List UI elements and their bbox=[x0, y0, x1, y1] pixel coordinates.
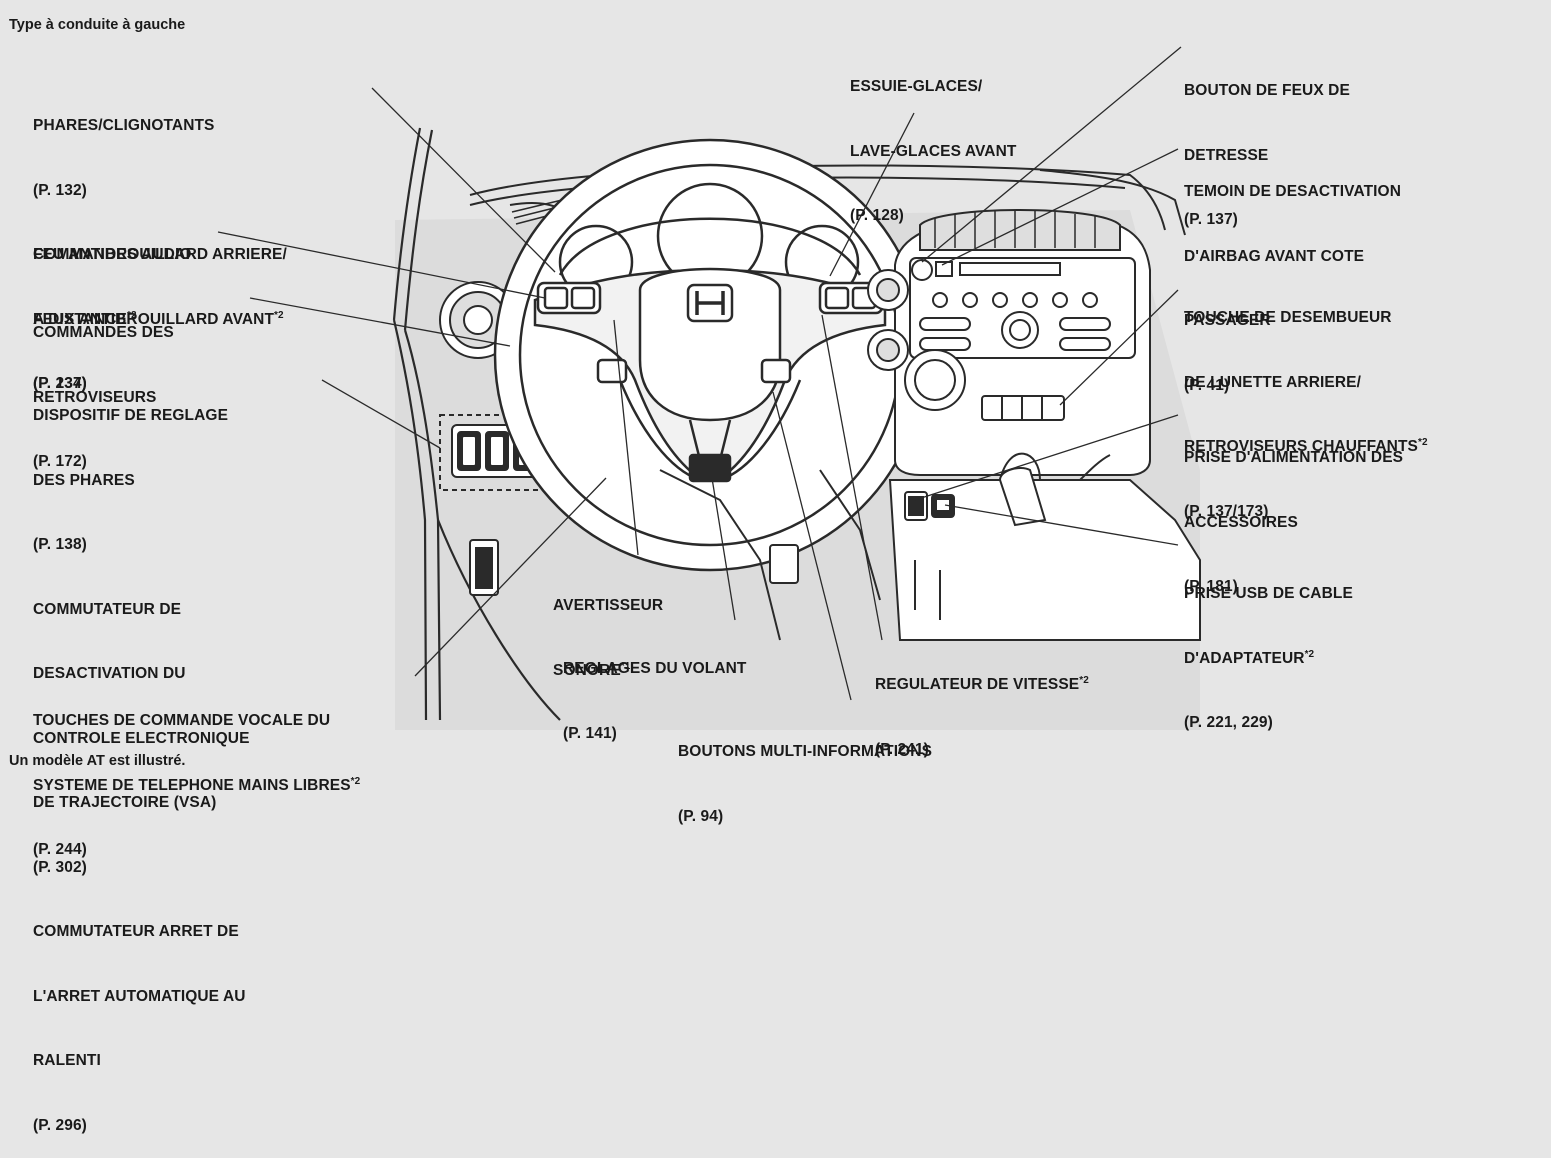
callout-audio-page: (P. 237) bbox=[33, 375, 87, 392]
callout-reglage-line: RALENTI bbox=[33, 1052, 101, 1069]
callout-commande-vocale: TOUCHES DE COMMANDE VOCALE DU SYSTEME DE… bbox=[33, 667, 360, 882]
callout-multi-line: (P. 94) bbox=[678, 807, 724, 825]
callout-essuie-line: LAVE-GLACES AVANT bbox=[850, 142, 1017, 160]
callout-usb-page: (P. 221, 229) bbox=[1184, 714, 1273, 731]
callout-phares-line: (P. 132) bbox=[33, 181, 87, 199]
footnote-mark: *2 bbox=[1079, 675, 1089, 686]
callout-detresse-line: BOUTON DE FEUX DE bbox=[1184, 82, 1350, 99]
callout-retro-line: COMMANDES DES bbox=[33, 324, 174, 341]
diagram-stage: Type à conduite à gauche Un modèle AT es… bbox=[9, 17, 1428, 1134]
callout-retro-line: RETROVISEURS bbox=[33, 388, 157, 406]
callout-desembueur-line: DE LUNETTE ARRIERE/ bbox=[1184, 373, 1362, 391]
callout-volant-line: REGLAGES DU VOLANT bbox=[563, 660, 747, 677]
callout-vocale-page: (P. 244) bbox=[33, 841, 87, 858]
steering-wheel bbox=[493, 138, 927, 572]
callout-detresse-line: DETRESSE bbox=[1184, 146, 1269, 164]
callout-prise-line: ACCESSOIRES bbox=[1184, 513, 1298, 531]
callout-airbag-line: (P. 41) bbox=[1184, 376, 1230, 394]
callout-reglage-line: CONTROLE ELECTRONIQUE bbox=[33, 729, 250, 747]
callout-detresse-line: (P. 137) bbox=[1184, 211, 1238, 228]
footnote-mark: *2 bbox=[274, 309, 284, 321]
callout-airbag-line: PASSAGER bbox=[1184, 312, 1271, 329]
lower-console bbox=[888, 452, 1201, 641]
callout-reglage-line: DESACTIVATION DU bbox=[33, 665, 186, 682]
callout-essuie-glaces: ESSUIE-GLACES/ LAVE-GLACES AVANT (P. 128… bbox=[850, 33, 1016, 248]
callout-phares-line: FEU ANTIBROUILLARD ARRIERE/ bbox=[33, 246, 287, 263]
callout-audio-line: COMMANDES AUDIO bbox=[33, 246, 192, 263]
footnote-mark: *2 bbox=[1304, 648, 1315, 660]
callout-avertisseur-line: AVERTISSEUR bbox=[553, 597, 664, 614]
leader-lines bbox=[217, 46, 1182, 701]
callout-essuie-line: (P. 128) bbox=[850, 207, 904, 224]
callout-volant-line: (P. 141) bbox=[563, 724, 617, 742]
footnote-mark: *1 bbox=[620, 660, 631, 672]
callout-audio-line: A DISTANCE*2 bbox=[33, 309, 137, 328]
callout-usb-line: PRISE USB DE CABLE bbox=[1184, 585, 1353, 602]
callout-reglage-line: DISPOSITIF DE REGLAGE bbox=[33, 407, 229, 424]
callout-phares: PHARES/CLIGNOTANTS (P. 132) FEU ANTIBROU… bbox=[33, 72, 287, 416]
callout-reglage-line: (P. 296) bbox=[33, 1116, 87, 1134]
callout-desembueur-page: (P. 137/173) bbox=[1184, 502, 1269, 520]
callout-reglage-line: DES PHARES bbox=[33, 471, 135, 489]
callout-regulateur: REGULATEUR DE VITESSE*2 (P. 241) bbox=[875, 631, 1089, 782]
callout-prise-line: (P. 181) bbox=[1184, 578, 1238, 595]
dashboard-illustration bbox=[217, 46, 1201, 721]
callout-regulateur-page: (P. 241) bbox=[875, 740, 929, 758]
callout-desembueur-line: TOUCHE DE DESEMBUEUR bbox=[1184, 309, 1392, 326]
callout-essuie-line: ESSUIE-GLACES/ bbox=[850, 78, 983, 95]
shift-lever bbox=[998, 467, 1047, 527]
center-console bbox=[867, 209, 1151, 476]
callout-airbag-line: TEMOIN DE DESACTIVATION bbox=[1184, 183, 1402, 200]
callout-vocale-line: TOUCHES DE COMMANDE VOCALE DU bbox=[33, 712, 331, 729]
callout-retroviseurs: COMMANDES DES RETROVISEURS (P. 172) bbox=[33, 279, 174, 494]
callout-phares-line: FEUX ANTIBROUILLARD AVANT*2 bbox=[33, 309, 284, 328]
callout-reglage-line: COMMUTATEUR DE bbox=[33, 600, 182, 618]
callout-avertisseur: AVERTISSEUR SONORE*1 bbox=[553, 552, 663, 703]
callout-reglages-volant: REGLAGES DU VOLANT (P. 141) bbox=[563, 615, 747, 766]
callout-airbag-line: D'AIRBAG AVANT COTE bbox=[1184, 247, 1365, 265]
footnote-mark: *2 bbox=[350, 775, 361, 787]
callout-phares-page: (P. 134) bbox=[33, 375, 87, 392]
footer-note: Un modèle AT est illustré. bbox=[9, 753, 186, 769]
callout-avertisseur-line: SONORE*1 bbox=[553, 660, 631, 679]
callout-prise-line: PRISE D'ALIMENTATION DES bbox=[1184, 449, 1404, 466]
callout-reglage-line: COMMUTATEUR ARRET DE bbox=[33, 923, 239, 940]
callout-multi-line: BOUTONS MULTI-INFORMATIONS bbox=[678, 743, 933, 760]
a-pillar bbox=[392, 127, 561, 721]
callout-reglage-line: L'ARRET AUTOMATIQUE AU bbox=[33, 987, 246, 1005]
callout-desembueur: TOUCHE DE DESEMBUEUR DE LUNETTE ARRIERE/… bbox=[1184, 264, 1428, 544]
callout-reglage-line: (P. 138) bbox=[33, 536, 87, 553]
footnote-mark: *2 bbox=[1417, 437, 1428, 448]
callout-audio: COMMANDES AUDIO A DISTANCE*2 (P. 237) bbox=[33, 201, 192, 416]
floor-lines bbox=[659, 469, 881, 641]
callout-retro-line: (P. 172) bbox=[33, 453, 87, 470]
callout-phares-line: PHARES/CLIGNOTANTS bbox=[33, 117, 215, 134]
header-note: Type à conduite à gauche bbox=[9, 17, 186, 33]
callout-desembueur-line: RETROVISEURS CHAUFFANTS*2 bbox=[1184, 437, 1428, 456]
callout-prise-accessoires: PRISE D'ALIMENTATION DES ACCESSOIRES (P.… bbox=[1184, 404, 1403, 619]
callout-temoin-airbag: TEMOIN DE DESACTIVATION D'AIRBAG AVANT C… bbox=[1184, 138, 1401, 418]
callout-vocale-line: SYSTEME DE TELEPHONE MAINS LIBRES*2 bbox=[33, 775, 361, 794]
callout-feux-detresse: BOUTON DE FEUX DE DETRESSE (P. 137) bbox=[1184, 37, 1350, 252]
callout-prise-usb: PRISE USB DE CABLE D'ADAPTATEUR*2 (P. 22… bbox=[1184, 540, 1353, 755]
callout-regulateur-line: REGULATEUR DE VITESSE*2 bbox=[875, 675, 1089, 694]
footnote-mark: *2 bbox=[127, 309, 137, 321]
callout-usb-line: D'ADAPTATEUR*2 bbox=[1184, 648, 1315, 667]
